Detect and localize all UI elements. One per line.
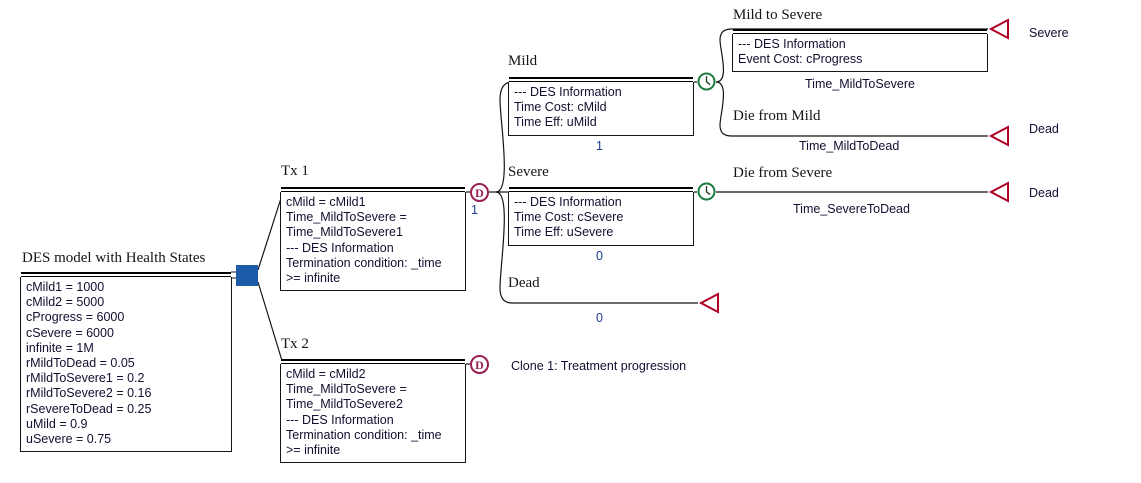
mild-box-cap — [509, 77, 693, 82]
tx2-decision-node[interactable]: D — [470, 355, 489, 374]
root-var-0: cMild1 = 1000 — [26, 280, 105, 294]
root-node[interactable] — [236, 265, 258, 286]
tx2-line-3: --- DES Information — [286, 412, 394, 427]
severe-box: --- DES Information Time Cost: cSevere T… — [508, 187, 694, 246]
die-from-mild-terminal-node[interactable] — [988, 125, 1010, 147]
root-var-1: cMild2 = 5000 — [26, 295, 105, 310]
root-box-cap — [21, 272, 231, 277]
tx1-box-cap — [281, 187, 465, 192]
tx1-line-1: Time_MildToSevere = — [286, 210, 407, 225]
mild-to-severe-edge-label: Time_MildToSevere — [805, 77, 915, 91]
root-var-6: rMildToSevere1 = 0.2 — [26, 371, 145, 386]
mild-to-severe-terminal-node[interactable] — [988, 18, 1010, 40]
mild-box: --- DES Information Time Cost: cMild Tim… — [508, 77, 694, 136]
tx1-line-4: Termination condition: _time — [286, 255, 442, 270]
root-var-2: cProgress = 6000 — [26, 310, 125, 325]
dead-payoff: 0 — [596, 311, 603, 325]
root-var-5: rMildToDead = 0.05 — [26, 356, 135, 371]
tx1-line-0: cMild = cMild1 — [286, 195, 366, 209]
root-var-7: rMildToSevere2 = 0.16 — [26, 386, 152, 401]
tx1-line-3: --- DES Information — [286, 240, 394, 255]
tx1-box: cMild = cMild1 Time_MildToSevere = Time_… — [280, 187, 466, 292]
die-from-mild-title: Die from Mild — [733, 108, 821, 124]
tx2-line-2: Time_MildToSevere2 — [286, 397, 403, 412]
dead-title: Dead — [508, 275, 540, 291]
mild-line-1: Time Cost: cMild — [514, 100, 607, 115]
severe-clock-icon[interactable] — [697, 182, 716, 201]
root-title: DES model with Health States — [22, 250, 206, 266]
root-var-9: uMild = 0.9 — [26, 416, 88, 431]
tx1-line-2: Time_MildToSevere1 — [286, 225, 403, 240]
mild-payoff: 1 — [596, 139, 603, 153]
tx2-box: cMild = cMild2 Time_MildToSevere = Time_… — [280, 359, 466, 464]
die-from-severe-title: Die from Severe — [733, 165, 833, 181]
severe-line-1: Time Cost: cSevere — [514, 210, 624, 225]
mild-line-0: --- DES Information — [514, 85, 622, 99]
root-var-4: infinite = 1M — [26, 340, 94, 355]
mild-to-severe-box-cap — [733, 29, 987, 34]
diagram-caption: Clone 1: Treatment progression — [511, 359, 687, 373]
dead-terminal-node[interactable] — [698, 292, 720, 314]
severe-title: Severe — [508, 164, 549, 180]
root-var-8: rSevereToDead = 0.25 — [26, 401, 152, 416]
root-var-3: cSevere = 6000 — [26, 325, 114, 340]
tx2-title: Tx 2 — [281, 336, 309, 352]
die-from-mild-edge-label: Time_MildToDead — [799, 139, 900, 153]
mild-to-severe-terminal-label: Severe — [1029, 26, 1069, 40]
mild-to-severe-line-0: --- DES Information — [738, 37, 846, 51]
die-from-mild-terminal-label: Dead — [1029, 122, 1059, 136]
tx2-line-5: >= infinite — [286, 443, 341, 458]
mild-line-2: Time Eff: uMild — [514, 115, 597, 130]
tx1-payoff: 1 — [471, 203, 478, 217]
tx2-line-0: cMild = cMild2 — [286, 367, 366, 381]
tx2-box-cap — [281, 359, 465, 364]
root-variables-box: cMild1 = 1000 cMild2 = 5000 cProgress = … — [20, 272, 232, 453]
tx1-decision-node[interactable]: D — [470, 183, 489, 202]
tx2-line-4: Termination condition: _time — [286, 427, 442, 442]
mild-title: Mild — [508, 53, 538, 69]
die-from-severe-edge-label: Time_SevereToDead — [793, 202, 910, 216]
die-from-severe-terminal-label: Dead — [1029, 186, 1059, 200]
root-var-10: uSevere = 0.75 — [26, 432, 112, 447]
severe-box-cap — [509, 187, 693, 192]
severe-payoff: 0 — [596, 249, 603, 263]
mild-clock-icon[interactable] — [697, 72, 716, 91]
mild-to-severe-box: --- DES Information Event Cost: cProgres… — [732, 29, 988, 73]
severe-line-2: Time Eff: uSevere — [514, 225, 614, 240]
tx1-line-5: >= infinite — [286, 271, 341, 286]
mild-to-severe-line-1: Event Cost: cProgress — [738, 52, 863, 67]
severe-line-0: --- DES Information — [514, 195, 622, 209]
die-from-severe-terminal-node[interactable] — [988, 181, 1010, 203]
mild-to-severe-title: Mild to Severe — [733, 7, 823, 23]
tx1-title: Tx 1 — [281, 163, 309, 179]
tx2-line-1: Time_MildToSevere = — [286, 382, 407, 397]
